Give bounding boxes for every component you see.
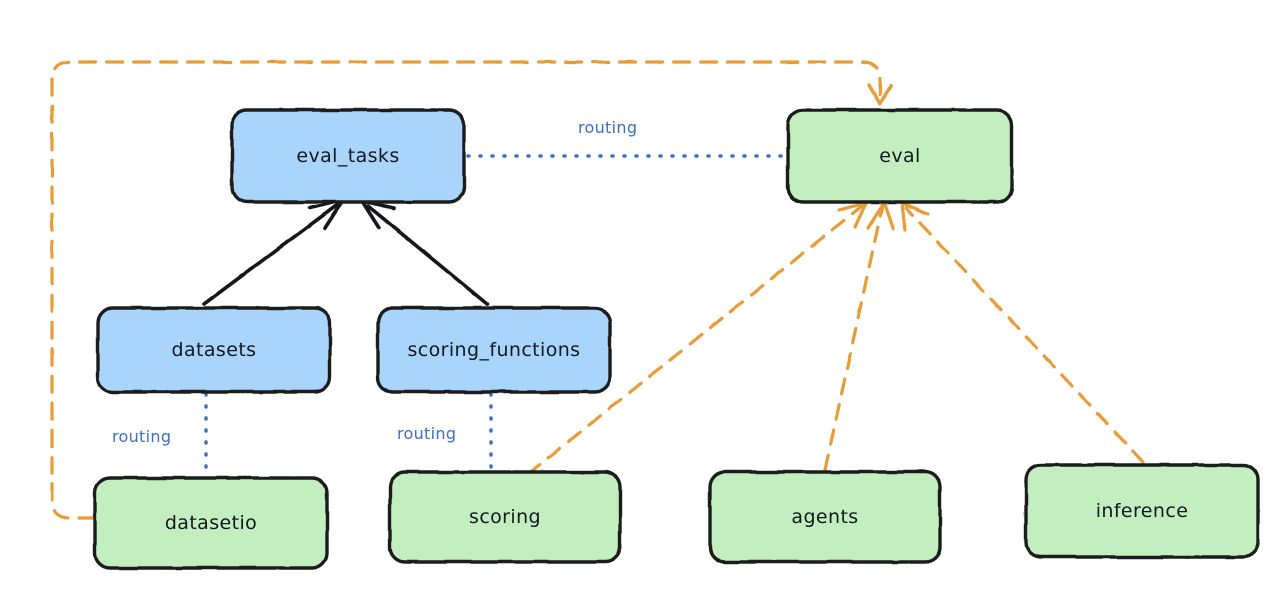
edge-label-routing-datasets: routing: [112, 427, 172, 446]
dependency-path-agents-eval: [823, 206, 884, 472]
edge-label-routing-scoring-functions: routing: [397, 424, 457, 443]
node-shape-eval: [786, 108, 1014, 204]
node-datasetio[interactable]: datasetio: [95, 478, 327, 568]
solid-path-scoringfn-eval-tasks: [366, 204, 489, 306]
node-label-datasetio: datasetio: [164, 512, 258, 534]
edge-datasets-eval-tasks: [202, 198, 345, 306]
node-scoring[interactable]: scoring: [390, 472, 620, 562]
edge-inference-eval: [900, 201, 1145, 464]
node-shape-inference: [1024, 463, 1260, 559]
edge-label-routing-eval-tasks: routing: [578, 118, 638, 137]
edge-scoringfn-eval-tasks: [360, 199, 489, 306]
node-shape-datasetio: [93, 476, 329, 570]
node-shape-agents: [708, 470, 942, 564]
dependency-path-inference-eval: [904, 206, 1145, 464]
node-shape-scoring: [388, 470, 622, 564]
node-scoring-functions[interactable]: scoring_functions: [378, 308, 610, 392]
arrowhead-datasetio-eval: [867, 83, 893, 106]
node-label-scoring: scoring: [469, 506, 541, 528]
node-shapes-layer: [93, 108, 1260, 570]
node-shape-scoring-functions: [376, 306, 612, 394]
node-label-scoring-functions: scoring_functions: [407, 339, 581, 361]
node-shape-eval-tasks: [230, 108, 466, 204]
node-label-eval: eval: [879, 145, 921, 167]
node-inference[interactable]: inference: [1026, 465, 1258, 557]
node-agents[interactable]: agents: [710, 472, 940, 562]
dependency-path-datasetio-eval: [50, 60, 882, 520]
dependency-path-scoring-eval: [526, 204, 864, 476]
node-eval[interactable]: eval: [788, 110, 1012, 202]
node-label-agents: agents: [791, 506, 859, 528]
node-label-eval-tasks: eval_tasks: [296, 145, 400, 167]
edge-datasetio-eval: [50, 60, 893, 520]
solid-path-datasets-eval-tasks: [202, 203, 339, 306]
node-shape-datasets: [96, 306, 332, 394]
node-label-datasets: datasets: [171, 339, 257, 361]
node-label-inference: inference: [1095, 500, 1189, 522]
node-datasets[interactable]: datasets: [98, 308, 330, 392]
edge-agents-eval: [823, 201, 895, 472]
node-eval-tasks[interactable]: eval_tasks: [232, 110, 464, 202]
